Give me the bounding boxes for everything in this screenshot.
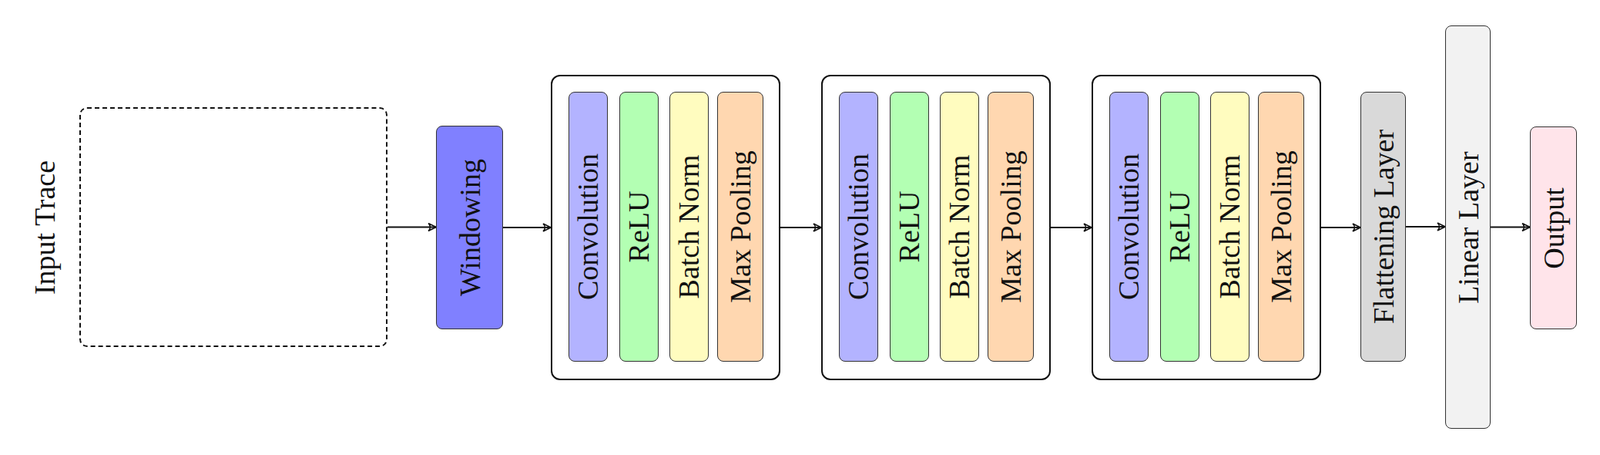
layer-label: ReLU: [623, 190, 654, 262]
relu-box: ReLU: [889, 91, 930, 362]
layer-label: Batch Norm: [944, 154, 974, 299]
convolution-box: Convolution: [1109, 91, 1149, 362]
flow-arrow: [1321, 226, 1361, 229]
batch-norm-box: Batch Norm: [939, 91, 980, 362]
max-pooling-box: Max Pooling: [987, 91, 1034, 362]
layer-label: Max Pooling: [1266, 150, 1296, 302]
layer-label: Max Pooling: [725, 150, 755, 302]
conv-block: Convolution ReLU Batch Norm Max Pooling: [550, 74, 781, 380]
flow-arrow: [1050, 226, 1092, 229]
conv-block: Convolution ReLU Batch Norm Max Pooling: [821, 74, 1051, 380]
layer-label: Windowing: [455, 158, 485, 296]
flow-arrow: [387, 226, 437, 229]
flattening-box: Flattening Layer: [1360, 91, 1406, 362]
layer-label: Convolution: [843, 152, 873, 299]
layer-label: Max Pooling: [996, 150, 1026, 302]
max-pooling-box: Max Pooling: [1257, 91, 1305, 362]
layer-label: ReLU: [894, 190, 924, 262]
batch-norm-box: Batch Norm: [669, 91, 709, 362]
windowing-box: Windowing: [436, 125, 504, 329]
convolution-box: Convolution: [838, 91, 879, 362]
layer-label: Output: [1539, 187, 1569, 269]
input-label: Input Trace: [30, 159, 60, 294]
batch-norm-box: Batch Norm: [1210, 91, 1250, 362]
relu-box: ReLU: [1160, 91, 1200, 362]
linear-box: Linear Layer: [1445, 25, 1491, 429]
flow-arrow: [1405, 225, 1446, 228]
flow-arrow: [503, 226, 551, 229]
max-pooling-box: Max Pooling: [717, 91, 764, 362]
layer-label: Convolution: [573, 152, 603, 299]
layer-label: ReLU: [1164, 190, 1195, 262]
flow-arrow: [780, 226, 822, 229]
convolution-box: Convolution: [568, 91, 608, 362]
conv-block: Convolution ReLU Batch Norm Max Pooling: [1091, 74, 1322, 380]
layer-label: Batch Norm: [1214, 154, 1245, 299]
flow-arrow: [1490, 226, 1530, 229]
layer-label: Convolution: [1113, 152, 1144, 299]
layer-label: Batch Norm: [674, 154, 704, 299]
relu-box: ReLU: [619, 91, 659, 362]
input-trace-frame: Input Trace: [79, 107, 388, 347]
output-box: Output: [1529, 126, 1577, 329]
layer-label: Linear Layer: [1453, 150, 1483, 303]
layer-label: Flattening Layer: [1368, 129, 1399, 324]
